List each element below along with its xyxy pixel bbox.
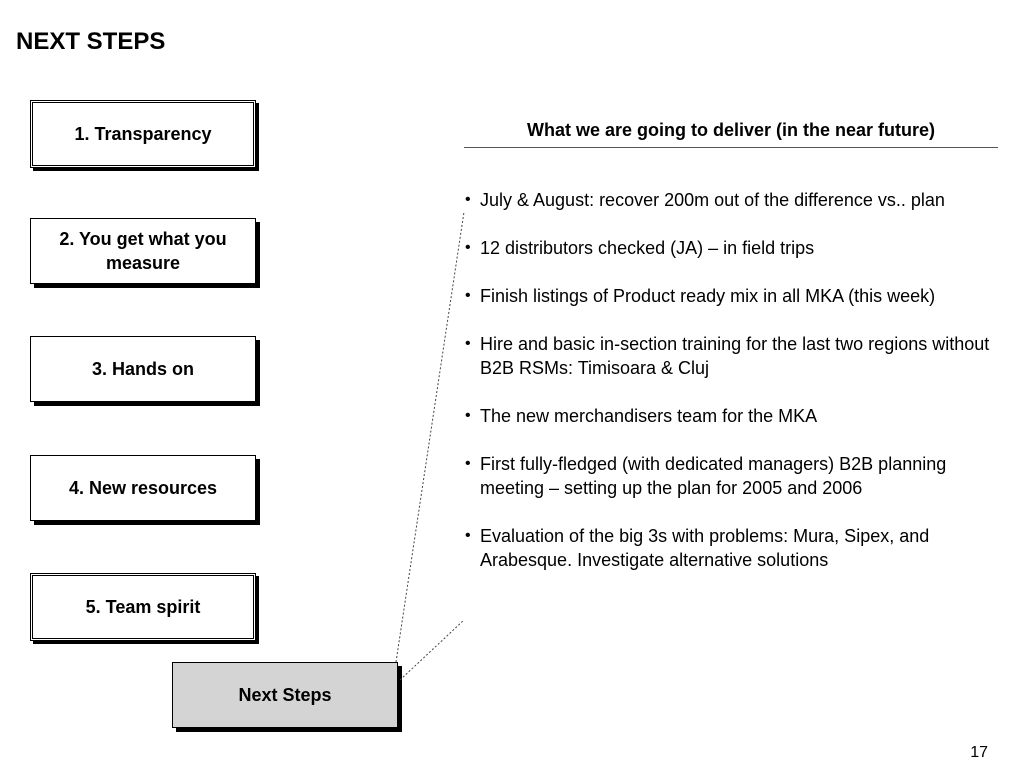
bullet-icon: • — [465, 239, 471, 256]
list-item-text: Evaluation of the big 3s with problems: … — [480, 526, 930, 570]
bullet-icon: • — [465, 455, 471, 472]
list-item-text: July & August: recover 200m out of the d… — [480, 190, 945, 210]
bullet-icon: • — [465, 527, 471, 544]
list-item: • July & August: recover 200m out of the … — [464, 188, 1004, 212]
list-item-text: Hire and basic in-section training for t… — [480, 334, 990, 378]
step-transparency: 1. Transparency — [30, 100, 256, 168]
list-item-text: The new merchandisers team for the MKA — [480, 406, 818, 426]
step-team-spirit: 5. Team spirit — [30, 573, 256, 641]
list-item: • Hire and basic in-section training for … — [464, 332, 1004, 380]
bullet-icon: • — [465, 335, 471, 352]
connector-line-bottom — [399, 619, 465, 681]
connector-line-top — [395, 211, 465, 663]
list-item: • First fully-fledged (with dedicated man… — [464, 452, 1004, 500]
step-label: 5. Team spirit — [85, 597, 201, 617]
next-steps-box: Next Steps — [172, 662, 398, 728]
deliver-heading: What we are going to deliver (in the nea… — [464, 120, 998, 148]
next-steps-label: Next Steps — [238, 685, 332, 705]
bullet-icon: • — [465, 191, 471, 208]
step-hands-on: 3. Hands on — [30, 336, 256, 402]
list-item: • Evaluation of the big 3s with problems:… — [464, 524, 1004, 572]
bullet-icon: • — [465, 407, 471, 424]
list-item-text: First fully-fledged (with dedicated mana… — [480, 454, 947, 498]
slide-title: NEXT STEPS — [16, 28, 166, 55]
page-number: 17 — [970, 744, 988, 761]
deliver-list: • July & August: recover 200m out of the … — [464, 188, 1004, 596]
list-item-text: Finish listings of Product ready mix in … — [480, 286, 936, 306]
step-label: 2. You get what you measure — [59, 229, 227, 273]
step-label: 3. Hands on — [91, 359, 194, 379]
step-you-get-what-you-measure: 2. You get what you measure — [30, 218, 256, 284]
step-label: 1. Transparency — [74, 124, 212, 144]
list-item: • Finish listings of Product ready mix in… — [464, 284, 1004, 308]
step-new-resources: 4. New resources — [30, 455, 256, 521]
bullet-icon: • — [465, 287, 471, 304]
list-item: • 12 distributors checked (JA) – in field… — [464, 236, 1004, 260]
list-item-text: 12 distributors checked (JA) – in field … — [480, 238, 815, 258]
list-item: • The new merchandisers team for the MKA — [464, 404, 1004, 428]
step-label: 4. New resources — [68, 478, 218, 498]
